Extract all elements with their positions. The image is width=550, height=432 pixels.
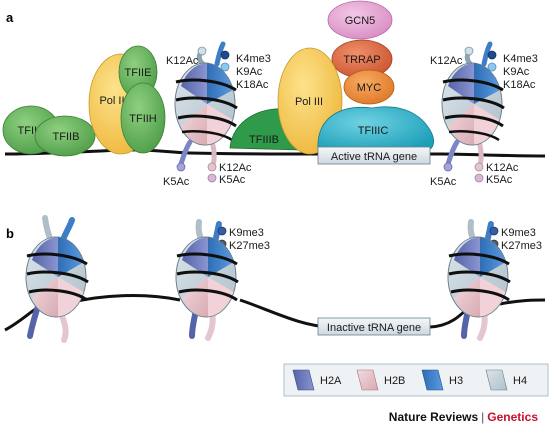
k12ac-marker — [207, 162, 217, 172]
tfiiib-label: TFIIIB — [249, 134, 279, 146]
nucleosome-b2 — [175, 219, 239, 341]
mark-label-k12ac: K12Ac — [166, 55, 199, 67]
active-gene-label: Active tRNA gene — [331, 151, 417, 163]
tfiib-label: TFIIB — [53, 131, 80, 143]
k9me3-marker — [217, 226, 227, 236]
k5ac-marker — [474, 173, 484, 183]
pol-iii-complex: GCN5 TRRAP MYC TFIIIB Pol III TFIIIC — [229, 0, 434, 155]
k5ac-marker — [443, 162, 453, 172]
h4-swatch-icon — [485, 369, 508, 391]
k9ac-marker — [487, 62, 497, 72]
mark-label-k9ac: K9Ac — [236, 66, 263, 78]
tfiih-protein — [120, 82, 166, 154]
nucleosome-a1 — [174, 41, 238, 183]
mark-label-k5ac: K5Ac — [486, 174, 513, 186]
k4me3-marker — [487, 50, 497, 60]
panel-label-a: a — [6, 10, 14, 25]
myc-label: MYC — [357, 82, 382, 94]
gcn5-label: GCN5 — [345, 15, 376, 27]
k4me3-marker — [220, 50, 230, 60]
active-gene-box — [317, 146, 431, 165]
mark-label-k12ac: K12Ac — [486, 162, 519, 174]
inactive-gene-label: Inactive tRNA gene — [327, 322, 421, 334]
gcn5-protein — [327, 0, 393, 40]
mark-label-k5ac: K5Ac — [163, 176, 190, 188]
journal-credit: Nature Reviews|Genetics — [389, 410, 538, 424]
k5ac-marker — [207, 173, 217, 183]
legend-h4: H4 — [513, 375, 527, 387]
mark-label-k4me3: K4me3 — [503, 53, 538, 65]
tfiie-label: TFIIE — [125, 67, 152, 79]
nucleosome-b3 — [447, 219, 511, 341]
k9me3-marker — [489, 226, 499, 236]
mark-label-k5ac: K5Ac — [219, 174, 246, 186]
pol-iii-label: Pol III — [295, 96, 323, 108]
journal-name: Nature Reviews — [388, 410, 479, 424]
k5ac-marker — [176, 162, 186, 172]
k9ac-marker — [220, 62, 230, 72]
nucleosome-b1 — [25, 215, 89, 343]
tfiiic-label: TFIIIC — [358, 125, 389, 137]
tfiib-protein — [34, 115, 96, 157]
k12ac-marker — [197, 46, 207, 56]
k12ac-marker — [464, 46, 474, 56]
legend-h3: H3 — [449, 375, 463, 387]
pol-ii-complex: TFIIA TFIIB Pol II TFIIE TFIIH — [2, 45, 166, 157]
myc-protein — [343, 69, 395, 105]
histone-legend: H2A H2B H3 H4 — [283, 363, 549, 397]
mark-label-k9me3: K9me3 — [229, 227, 264, 239]
trrap-label: TRRAP — [343, 54, 380, 66]
mark-label-k4me3: K4me3 — [236, 53, 271, 65]
mark-label-k9me3: K9me3 — [501, 227, 536, 239]
legend-h2b: H2B — [384, 375, 405, 387]
pol-ii-label: Pol II — [99, 95, 124, 107]
panel-label-b: b — [6, 226, 14, 241]
mark-label-k27me3: K27me3 — [501, 240, 542, 252]
tfiih-label: TFIIH — [129, 113, 157, 125]
mark-label-k27me3: K27me3 — [229, 240, 270, 252]
h2b-swatch-icon — [356, 369, 379, 391]
legend-h2a: H2A — [320, 375, 342, 387]
mark-label-k18ac: K18Ac — [503, 79, 536, 91]
journal-subject: Genetics — [487, 410, 538, 424]
mark-label-k12ac: K12Ac — [430, 55, 463, 67]
k12ac-marker — [474, 162, 484, 172]
credit-separator: | — [481, 410, 485, 424]
dna-strand-b — [4, 294, 546, 332]
mark-label-k9ac: K9Ac — [503, 66, 530, 78]
h3-swatch-icon — [421, 369, 444, 391]
mark-label-k12ac: K12Ac — [219, 162, 252, 174]
inactive-gene-box — [317, 317, 431, 336]
h2a-swatch-icon — [292, 369, 315, 391]
nucleosome-a2 — [441, 41, 505, 183]
tfiiic-protein — [317, 106, 434, 153]
mark-label-k5ac: K5Ac — [430, 176, 457, 188]
mark-label-k18ac: K18Ac — [236, 79, 269, 91]
